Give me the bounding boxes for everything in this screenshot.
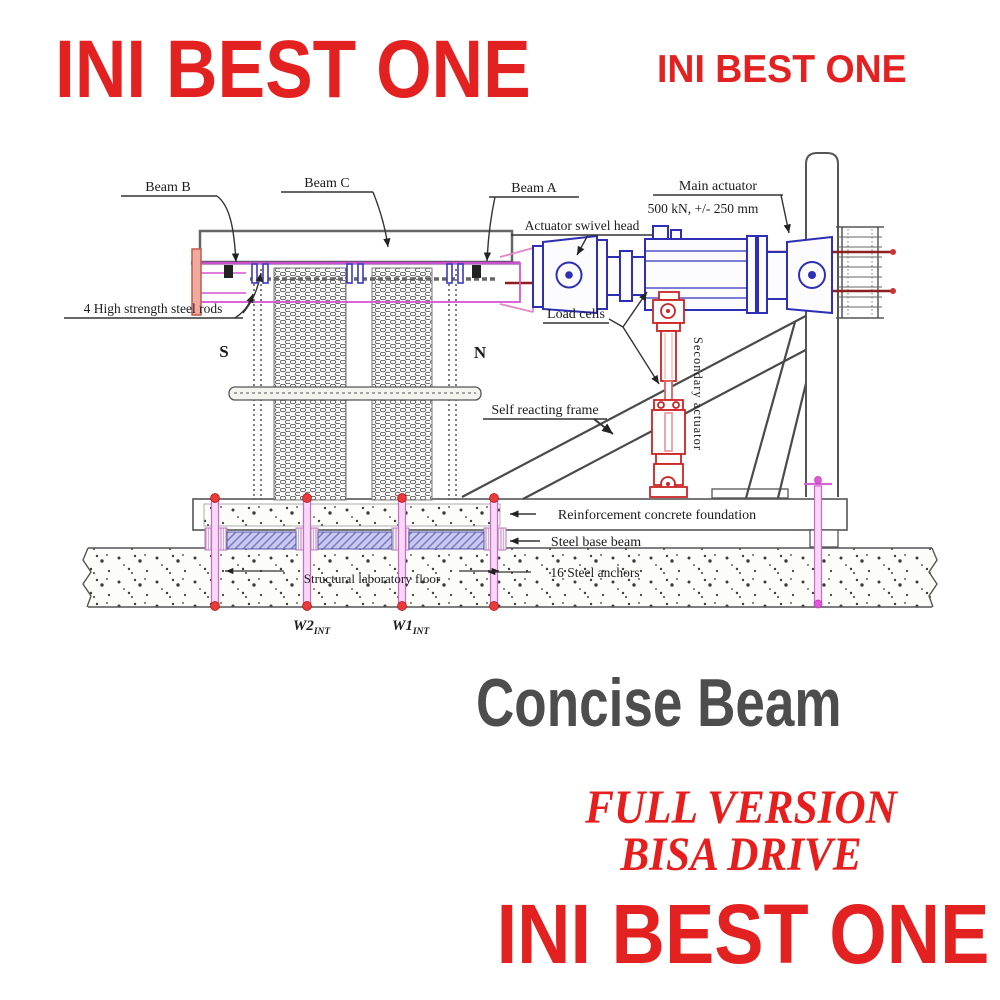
label-beam-b: Beam B <box>145 180 191 195</box>
watermark-top-left: INI BEST ONE <box>55 24 531 115</box>
secondary-actuator-drawing <box>649 291 688 498</box>
label-steel-rods: 4 High strength steel rods <box>84 301 223 316</box>
label-load-cells: Load cells <box>547 307 605 322</box>
label-swivel-head: Actuator swivel head <box>525 218 640 233</box>
load-point-left <box>224 265 233 278</box>
self-reacting-frame-braces <box>461 299 837 500</box>
load-point-right <box>472 265 481 278</box>
anchor-rod <box>210 493 220 611</box>
label-w2: W2INT <box>293 618 331 637</box>
beam-end-plate <box>191 248 202 316</box>
beam-clips <box>251 263 464 284</box>
top-beam-assembly <box>191 229 534 316</box>
watermark-bisa-drive: BISA DRIVE <box>620 828 862 881</box>
anchor-ladder <box>836 226 884 319</box>
steel-rod-column-left <box>253 269 262 500</box>
steel-anchors <box>210 476 832 611</box>
anchor-rod <box>489 493 499 611</box>
steel-base-beam-block <box>317 531 393 550</box>
label-actuator-spec: 500 kN, +/- 250 mm <box>648 201 759 216</box>
leader-lines <box>64 191 791 576</box>
steel-base-beam-block <box>408 531 485 550</box>
label-self-reacting-frame: Self reacting frame <box>491 403 598 418</box>
floor-break-right <box>928 547 938 608</box>
anchor-rod <box>302 493 312 611</box>
beam-c-outline <box>198 229 514 264</box>
anchor-rod <box>397 493 407 611</box>
label-beam-c: Beam C <box>304 176 350 191</box>
masonry-wall-specimen <box>228 267 482 501</box>
watermark-bottom: INI BEST ONE <box>496 887 990 981</box>
structural-lab-floor <box>82 547 938 608</box>
label-north: N <box>474 343 487 362</box>
label-main-actuator: Main actuator <box>679 179 757 194</box>
label-w1: W1INT <box>392 618 430 637</box>
floor-break-left <box>82 547 92 608</box>
watermark-top-right: INI BEST ONE <box>657 48 907 91</box>
label-beam-a: Beam A <box>511 181 557 196</box>
label-foundation: Reinforcement concrete foundation <box>558 508 756 523</box>
label-secondary-actuator: Secondary actuator <box>691 337 705 451</box>
diagram-labels: Beam B Beam C Beam A Main actuator 500 k… <box>84 176 759 637</box>
label-lab-floor: Structural laboratory floor <box>304 571 441 586</box>
reaction-column <box>805 152 839 497</box>
product-title: Concise Beam <box>476 665 842 741</box>
steel-rod-column-right <box>448 269 457 500</box>
brace-base-plate <box>711 488 789 499</box>
label-steel-base-beam: Steel base beam <box>551 535 641 550</box>
label-south: S <box>219 342 228 361</box>
steel-base-beam-block <box>226 531 297 550</box>
anchor-rod-right <box>804 476 832 609</box>
label-steel-anchors: 16 Steel anchors <box>550 565 639 580</box>
watermark-full-version: FULL VERSION <box>585 781 897 834</box>
main-actuator-drawing <box>532 225 833 315</box>
